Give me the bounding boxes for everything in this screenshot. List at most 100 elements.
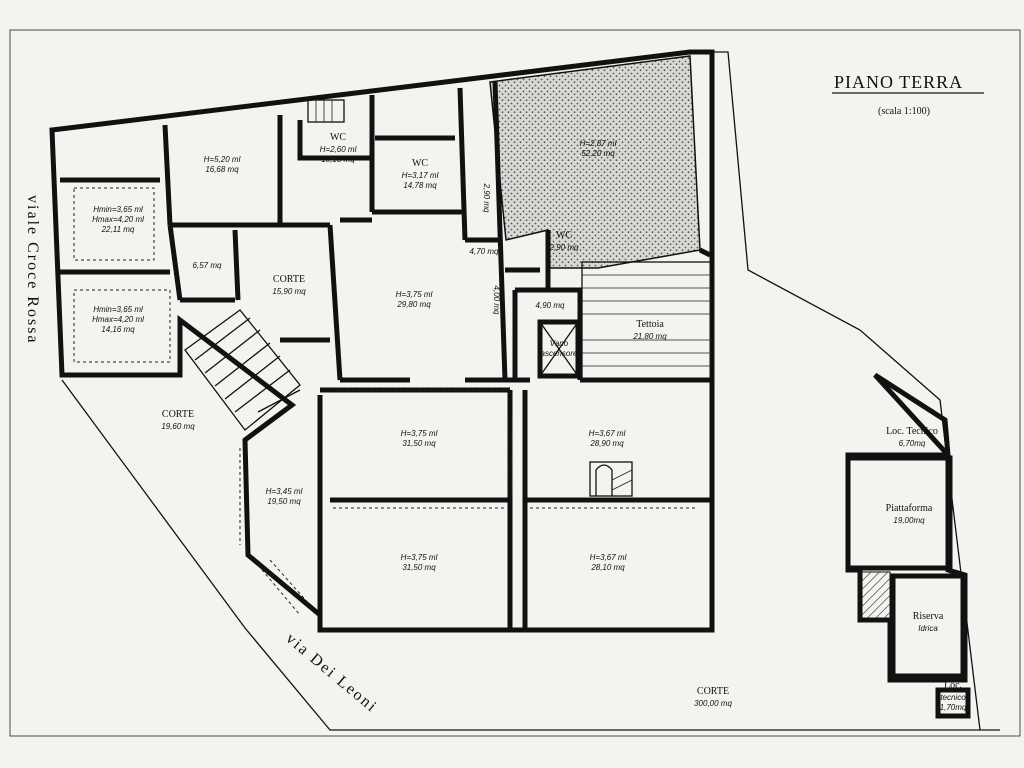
tettoia-stripes — [581, 261, 713, 381]
building-outline — [49, 49, 715, 633]
elevator-shaft — [537, 319, 581, 379]
room-measure: H=3,17 ml — [402, 171, 439, 180]
room-measure: 10,13 mq — [321, 155, 355, 164]
room-label-elevator-area: 4,90 mq — [536, 301, 565, 310]
room-measure: Hmax=4,20 ml — [92, 315, 144, 324]
room-measure: 300,00 mq — [694, 699, 732, 708]
room-measure: Hmax=4,20 ml — [92, 215, 144, 224]
staircase-north — [307, 99, 345, 123]
street-croce-rossa: viale Croce Rossa — [24, 195, 41, 345]
room-measure: 4,00 mq — [492, 286, 501, 315]
room-outline-dashed-2 — [73, 289, 171, 363]
room-caption: Piattaforma — [886, 503, 933, 514]
room-measure: 6,57 mq — [193, 261, 222, 270]
room-label-small: 6,57 mq — [193, 261, 222, 270]
room-label-loc-tecnico: Loc. Tecnico 6,70mq — [886, 426, 938, 448]
room-label-wc-3: WC 2,90 mq — [549, 230, 579, 252]
sheet-frame — [9, 29, 1021, 737]
room-measure: tecnico — [940, 693, 966, 702]
room-measure: 28,10 mq — [590, 563, 625, 572]
room-measure: 14,16 mq — [101, 325, 135, 334]
stair-s2 — [589, 461, 633, 497]
room-measure: 29,80 mq — [396, 300, 431, 309]
room-measure: 14,78 mq — [403, 181, 437, 190]
room-measure: H=3,67 ml — [590, 553, 627, 562]
room-measure: H=3,75 ml — [401, 553, 438, 562]
room-measure: 2,90 mq — [482, 183, 491, 213]
room-caption: CORTE — [162, 409, 194, 420]
lot-boundary — [61, 379, 1000, 731]
room-caption: Loc. — [944, 680, 962, 691]
room-outline-dashed-1 — [73, 187, 155, 261]
plan-title: PIANO TERRA — [834, 72, 963, 92]
room-measure: H=5,20 ml — [204, 155, 241, 164]
room-label-corte-2: CORTE 19,60 mq — [161, 409, 195, 431]
room-measure: 31,50 mq — [402, 563, 436, 572]
room-measure: 15,90 mq — [272, 287, 306, 296]
room-measure: 31,50 mq — [402, 439, 436, 448]
room-caption: Loc. Tecnico — [886, 426, 938, 437]
room-measure: 22,11 mq — [101, 225, 135, 234]
room-caption: WC — [330, 132, 346, 143]
room-measure: 4,70 mq — [470, 247, 499, 256]
lot-boundary-east — [712, 51, 981, 731]
room-measure: H=3,75 ml — [396, 290, 433, 299]
room-measure: H=3,67 ml — [589, 429, 626, 438]
room-measure: 16,68 mq — [205, 165, 239, 174]
room-measure: 19,00mq — [893, 516, 925, 525]
room-measure: 52,20 mq — [581, 149, 615, 158]
room-measure: H=3,45 ml — [266, 487, 303, 496]
room-measure: Idrica — [918, 624, 938, 633]
room-measure: 1,70mq — [940, 703, 967, 712]
room-label-corte-1: CORTE 15,90 mq — [272, 274, 306, 296]
room-caption: WC — [556, 230, 572, 241]
room-measure: H=2,87 ml — [580, 139, 617, 148]
room-label-corr-1: 2,90 mq — [482, 183, 491, 213]
room-label-corte-big: CORTE 300,00 mq — [694, 686, 732, 708]
east-annex — [845, 372, 971, 719]
room-measure: H=2,60 ml — [320, 145, 357, 154]
room-measure: Hmin=3,65 ml — [93, 205, 143, 214]
hall-stippled — [489, 55, 701, 269]
room-caption: CORTE — [273, 274, 305, 285]
room-measure: 19,60 mq — [161, 422, 195, 431]
room-measure: Hmin=3,65 ml — [93, 305, 143, 314]
room-measure: 6,70mq — [899, 439, 926, 448]
room-measure: ascensore — [541, 349, 578, 358]
room-caption: Tettoia — [636, 319, 664, 330]
room-label-corr-3: 4,00 mq — [492, 286, 501, 315]
room-measure: 4,90 mq — [536, 301, 565, 310]
room-caption: Riserva — [913, 611, 944, 622]
street-dei-leoni: via Dei Leoni — [282, 630, 380, 716]
room-label-piattaforma: Piattaforma 19,00mq — [886, 503, 933, 525]
room-caption: WC — [412, 158, 428, 169]
room-measure: 2,90 mq — [549, 243, 579, 252]
room-caption: CORTE — [697, 686, 729, 697]
room-measure: H=3,75 ml — [401, 429, 438, 438]
room-measure: Vano — [550, 339, 569, 348]
room-measure: 28,90 mq — [589, 439, 624, 448]
plan-scale: (scala 1:100) — [878, 106, 930, 117]
staircase — [184, 309, 301, 431]
room-label-corr-2: 4,70 mq — [470, 247, 499, 256]
room-measure: 19,50 mq — [267, 497, 301, 506]
dashed-openings — [239, 389, 695, 616]
